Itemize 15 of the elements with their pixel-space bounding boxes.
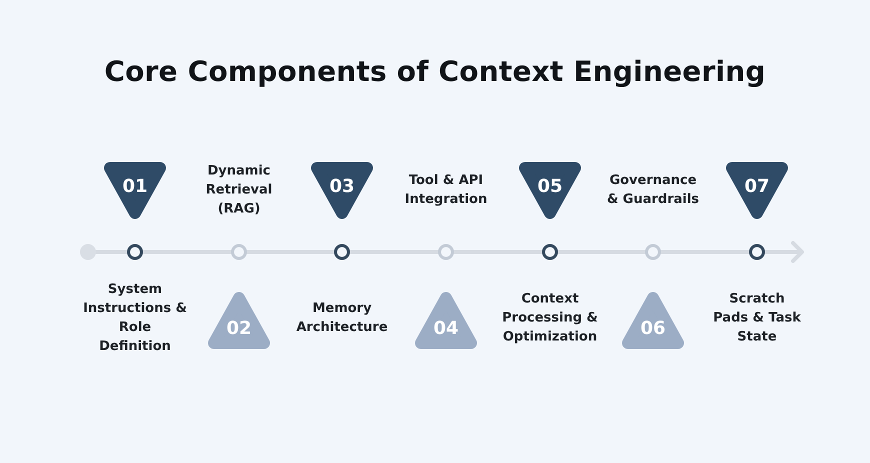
step-number-triangle: 01 xyxy=(104,162,166,219)
step-number-triangle: 03 xyxy=(311,162,373,219)
component-label: Memory Architecture xyxy=(295,300,389,337)
step-number-triangle: 05 xyxy=(519,162,581,219)
component-label: Tool & API Integration xyxy=(404,172,488,209)
title: Core Components of Context Engineering xyxy=(104,55,766,88)
component-label: Dynamic Retrieval (RAG) xyxy=(204,162,274,218)
step-number-triangle: 07 xyxy=(726,162,788,219)
component-label: Context Processing & Optimization xyxy=(501,290,599,346)
component-label: Scratch Pads & Task State xyxy=(712,290,802,346)
step-number-triangle: 06 xyxy=(622,292,684,349)
step-number-triangle: 02 xyxy=(208,292,270,349)
component-label: System Instructions & Role Definition xyxy=(82,281,188,356)
step-number-triangle: 04 xyxy=(415,292,477,349)
component-label: Governance & Guardrails xyxy=(606,172,700,209)
